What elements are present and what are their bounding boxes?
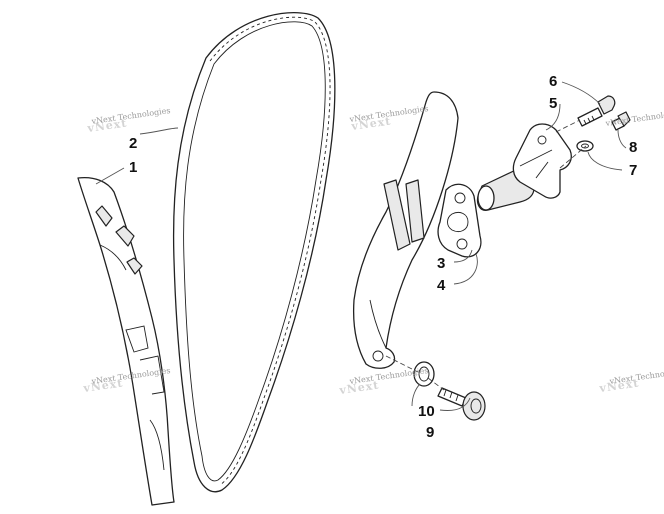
watermark-text: vNext Technologies — [604, 108, 664, 128]
callout-4[interactable]: 4 — [437, 277, 446, 294]
svg-text:vNext: vNext — [598, 377, 641, 396]
chain-tensioner-part-5[interactable] — [476, 123, 572, 211]
svg-text:vNext: vNext — [350, 115, 393, 134]
bolt-part-6[interactable] — [577, 95, 616, 127]
svg-text:vNext: vNext — [86, 117, 129, 136]
callout-7[interactable]: 7 — [629, 162, 637, 179]
gasket-part-4[interactable] — [437, 183, 482, 258]
watermark-text: vNext Technologies — [90, 106, 171, 126]
svg-text:vNext: vNext — [82, 377, 125, 396]
callout-labels: 1 2 3 4 5 6 7 8 9 10 — [129, 73, 637, 441]
callout-3[interactable]: 3 — [437, 255, 445, 272]
pivot-bolt-part-9[interactable] — [437, 387, 486, 421]
washer-part-7[interactable] — [576, 140, 594, 152]
o-ring-part-10[interactable] — [413, 361, 435, 387]
callout-5[interactable]: 5 — [549, 95, 557, 112]
callout-1[interactable]: 1 — [129, 159, 137, 176]
assembly-lines — [385, 119, 587, 391]
plug-screw-part-8[interactable] — [611, 111, 631, 131]
callout-10[interactable]: 10 — [418, 403, 435, 420]
callout-2[interactable]: 2 — [129, 135, 137, 152]
tensioner-guide-part-3[interactable] — [352, 91, 459, 369]
callout-8[interactable]: 8 — [629, 139, 637, 156]
timing-chain-part-2[interactable] — [172, 12, 336, 493]
svg-text:vNext: vNext — [338, 379, 381, 398]
chain-guide-part-1[interactable] — [77, 176, 175, 506]
callout-9[interactable]: 9 — [426, 424, 434, 441]
leader-lines — [95, 81, 627, 411]
callout-6[interactable]: 6 — [549, 73, 557, 90]
